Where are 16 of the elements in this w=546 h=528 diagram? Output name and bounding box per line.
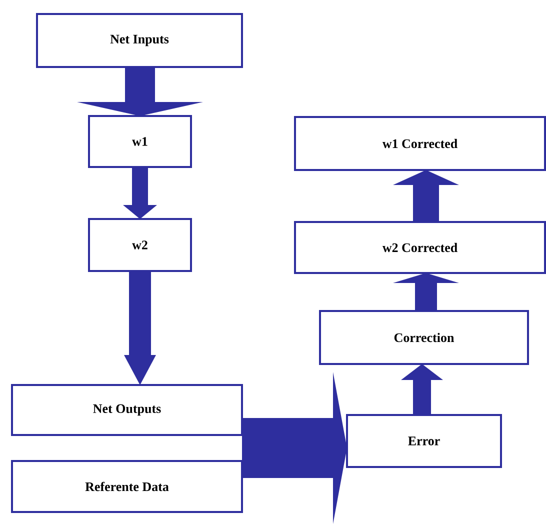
process-box: w1 xyxy=(88,115,192,168)
process-box: w1 Corrected xyxy=(294,116,546,171)
process-box: w2 Corrected xyxy=(294,221,546,274)
block-arrow xyxy=(124,271,156,385)
block-arrow xyxy=(401,364,443,415)
process-box: Referente Data xyxy=(11,460,243,513)
block-arrow xyxy=(393,170,459,222)
block-arrow xyxy=(123,167,157,219)
process-box: Net Inputs xyxy=(36,13,243,68)
process-box: Correction xyxy=(319,310,529,365)
block-arrow xyxy=(393,273,459,311)
process-box: Error xyxy=(346,414,502,468)
block-arrow xyxy=(242,372,347,524)
block-arrow xyxy=(77,67,203,116)
process-box: Net Outputs xyxy=(11,384,243,436)
process-box: w2 xyxy=(88,218,192,272)
